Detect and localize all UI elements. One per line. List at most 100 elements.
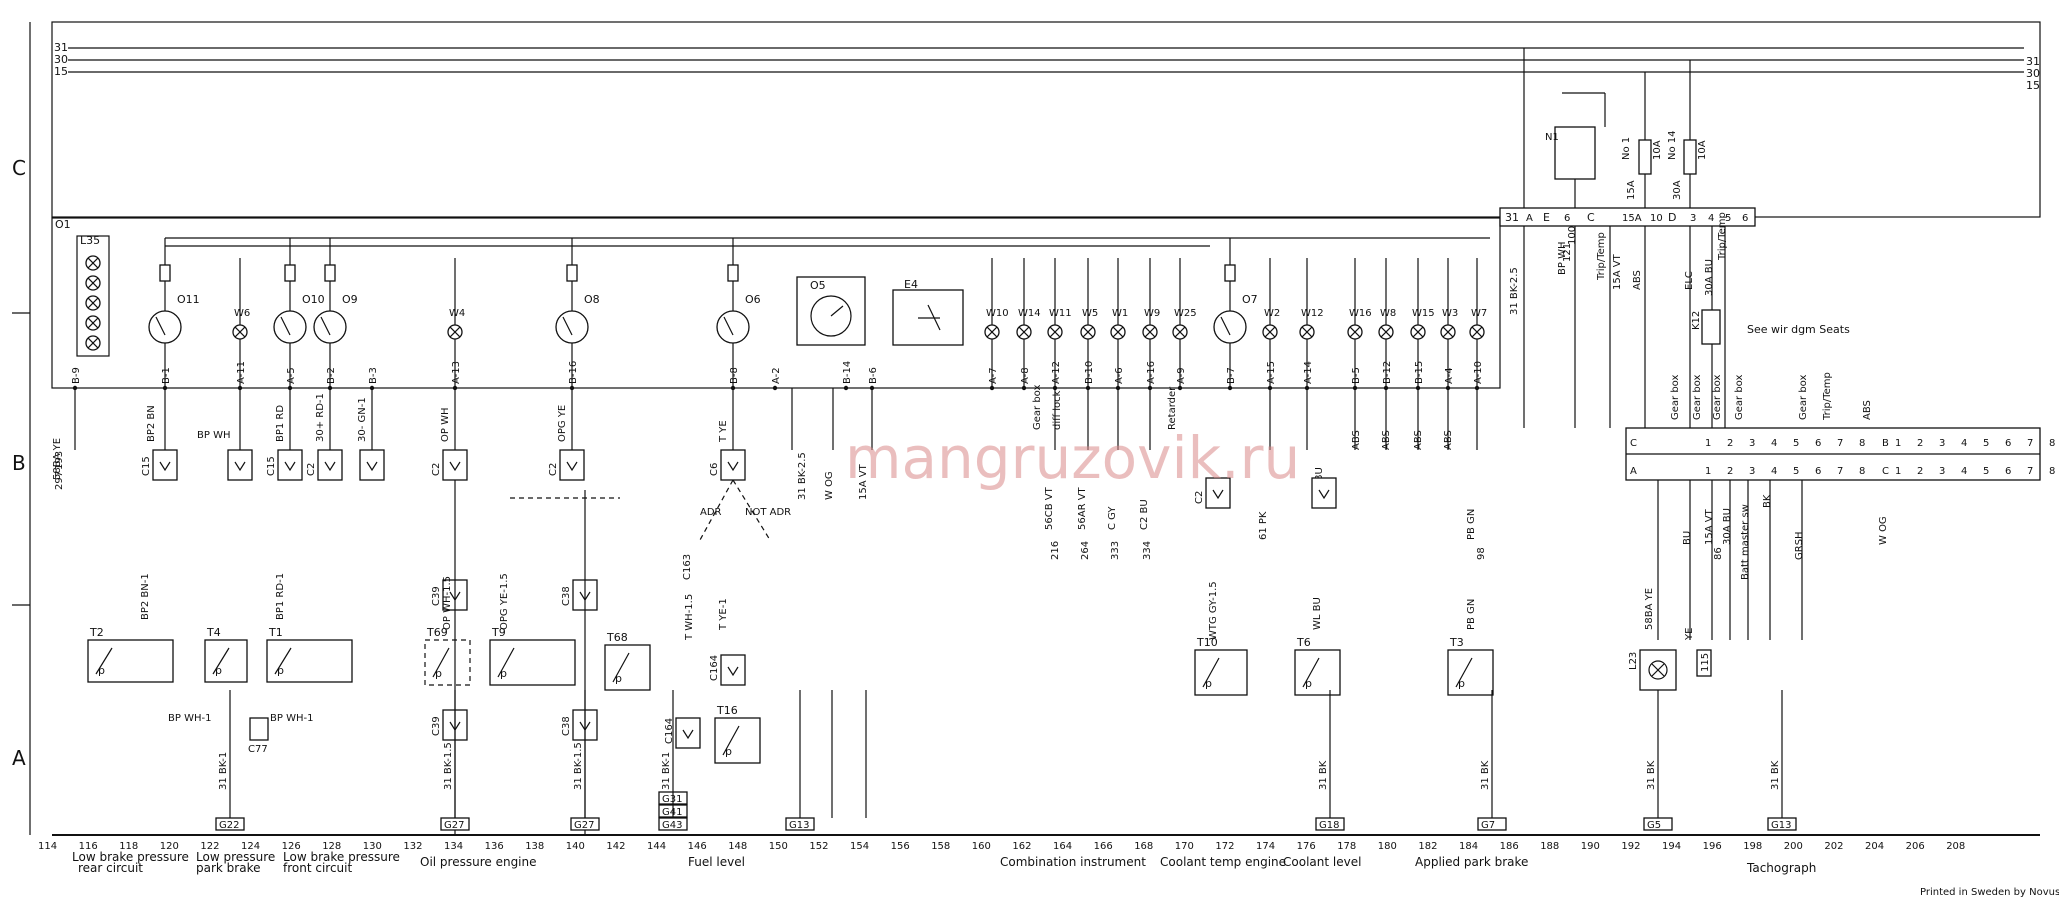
caption: park brake (196, 861, 260, 875)
fuse-1-name: No 1 (1621, 137, 1632, 160)
l35-lamp (85, 255, 101, 271)
lamp-group-box (76, 235, 110, 357)
wire-bp-wh: BP WH (197, 430, 230, 441)
gauge-o7-resistor (1224, 264, 1236, 282)
plug-c38b: C38 (561, 709, 598, 741)
wire-56cb: 56CB VT (1044, 486, 1055, 530)
tacho-wire-batt: Batt master sw (1740, 504, 1751, 580)
cluster-pin: B-16 (568, 361, 579, 384)
scale-tick: 172 (1215, 841, 1234, 852)
scale-tick: 180 (1378, 841, 1397, 852)
scale-tick: 174 (1256, 841, 1275, 852)
caption: Low brake pressure (72, 850, 189, 864)
wire-number: 100 (1567, 226, 1578, 245)
caption: front circuit (283, 861, 353, 875)
plug-c26 (1311, 477, 1337, 509)
tacho-pin: 2 (1727, 466, 1733, 477)
tacho-gear-label: Gear box (1734, 375, 1745, 420)
pin-dot (989, 385, 995, 391)
tacho-pin: 2 (1727, 438, 1733, 449)
gauge-o6-resistor (727, 264, 739, 282)
cluster-pin: B-10 (1084, 361, 1095, 384)
sensor-t6-label: T6 (1296, 636, 1311, 649)
wire-c2-bu: C2 BU (1139, 499, 1150, 530)
gauge-o9 (313, 238, 347, 388)
plug-c77 (249, 717, 269, 741)
gauge-o8-needle (562, 316, 573, 336)
cluster-pin: A-2 (771, 367, 782, 384)
ground-label: G5 (1647, 820, 1661, 831)
sensor-t68-diag (612, 652, 630, 683)
cluster-pin: B-9 (71, 367, 82, 384)
cluster-pin: B-6 (868, 367, 879, 384)
scale-tick: 124 (241, 841, 260, 852)
tacho-pin: 3 (1749, 438, 1755, 449)
ground-label: G41 (662, 807, 682, 818)
gauge-label: O7 (1242, 293, 1258, 306)
pin-dot (772, 385, 778, 391)
plug-c164b-label: C164 (664, 718, 675, 744)
warning-lamp-label: W14 (1018, 308, 1041, 319)
pin-dot (843, 385, 849, 391)
plug-c2-d: C2 (548, 449, 585, 481)
caption: Combination instrument (1000, 855, 1146, 869)
warning-lamp-label: W8 (1380, 308, 1396, 319)
warning-lamp-w9-cross-b (1144, 326, 1156, 338)
sensor-t10-label: T10 (1196, 636, 1218, 649)
caption: Applied park brake (1415, 855, 1528, 869)
low-label-bp1: BP1 RD-1 (275, 573, 286, 620)
plug-c163-label: C163 (682, 554, 693, 580)
ground-label: G27 (574, 820, 594, 831)
tacho-wire-30a: 30A BU (1722, 508, 1733, 545)
right-wire-abs: ABS (1632, 270, 1643, 290)
ground-wire-label: 31 BK (1318, 760, 1329, 790)
scale-tick: 154 (850, 841, 869, 852)
caption: Low pressure (196, 850, 275, 864)
plug-c15-a-box (152, 449, 178, 481)
gauge-o7 (1213, 238, 1247, 388)
caption: rear circuit (78, 861, 143, 875)
k12-connector (1701, 309, 1721, 345)
right-wire-trip-b: Trip/Temp (1717, 212, 1728, 261)
scale-tick: 182 (1418, 841, 1437, 852)
gauge-o6 (716, 238, 750, 388)
wire-number: 86 (1713, 547, 1724, 560)
scale-tick: 120 (160, 841, 179, 852)
lamp-group-label: L35 (80, 234, 100, 247)
sensor-t9-diag (497, 647, 515, 678)
sensor-t1-p: p (277, 664, 284, 677)
warning-lamp-w7-cross-b (1471, 326, 1483, 338)
watermark: mangruzovik.ru (845, 424, 1300, 492)
l35-lamp (85, 275, 101, 291)
ground-wire-label: 31 BK-1 (218, 752, 229, 790)
cluster-pin: B-5 (1351, 367, 1362, 384)
wire-w-og: W OG (824, 471, 835, 500)
fuse-14-wire: 30A (1672, 180, 1683, 200)
plug-c38: C38 (561, 579, 598, 611)
sensor-t3-diag (1455, 657, 1473, 688)
relay-n1-label: N1 (1545, 132, 1559, 143)
sensor-t69-diag (432, 647, 450, 678)
scale-tick: 116 (79, 841, 98, 852)
tacho-pin: 8 (1859, 466, 1865, 477)
sensor-t4-p: p (215, 664, 222, 677)
sensor-t2-label: T2 (89, 626, 104, 639)
sensor-t4-label: T4 (206, 626, 221, 639)
warning-lamp-label: W4 (449, 308, 465, 319)
gauge-o7-needle (1220, 316, 1231, 336)
note-abs: ABS (1381, 430, 1392, 450)
sensor-t16-box (714, 717, 761, 764)
wire-30minus: 30- GN-1 (357, 397, 368, 442)
scale-tick: 198 (1743, 841, 1762, 852)
scale-tick: 204 (1865, 841, 1884, 852)
lamp-group-lamps (85, 255, 101, 351)
sensor-t4-diag (212, 647, 230, 675)
ground-wire-label: 31 BK (1480, 760, 1491, 790)
plug-c2-d-label: C2 (548, 463, 559, 476)
tacho-pin: 3 (1939, 466, 1945, 477)
